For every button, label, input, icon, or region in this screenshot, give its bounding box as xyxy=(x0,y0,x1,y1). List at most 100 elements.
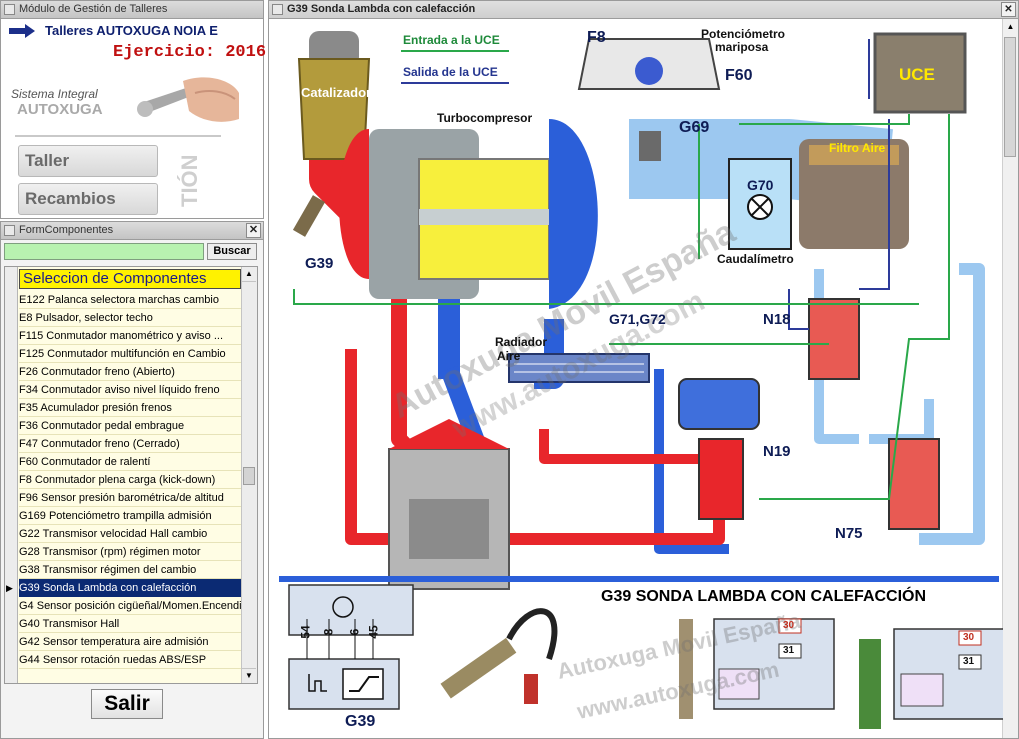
terminal-30-b: 30 xyxy=(963,632,975,643)
system-line2: AUTOXUGA xyxy=(17,101,103,118)
diagram-labels: Catalizador Entrada a la UCE Salida de l… xyxy=(269,19,1003,738)
pin-45: 45 xyxy=(366,625,381,639)
list-item[interactable]: F26 Conmutador freno (Abierto) xyxy=(19,363,245,381)
list-item[interactable]: G38 Transmisor régimen del cambio xyxy=(19,561,245,579)
list-item[interactable]: F47 Conmutador freno (Cerrado) xyxy=(19,435,245,453)
lambda-sensor-g39 xyxy=(292,195,326,237)
close-icon[interactable]: ✕ xyxy=(246,223,261,238)
close-icon[interactable]: ✕ xyxy=(1001,2,1016,17)
ecu-box xyxy=(873,32,967,114)
list-item[interactable]: G44 Sensor rotación ruedas ABS/ESP xyxy=(19,651,245,669)
list-item[interactable]: F36 Conmutador pedal embrague xyxy=(19,417,245,435)
schematic-box xyxy=(288,584,414,710)
list-item[interactable]: E8 Pulsador, selector techo xyxy=(19,309,245,327)
scrollbar[interactable]: ▲ ▼ xyxy=(241,267,257,683)
label-aire: Aire xyxy=(497,349,521,363)
valve-n18 xyxy=(808,298,860,380)
label-g70: G70 xyxy=(747,177,774,193)
recambios-button[interactable]: Recambios xyxy=(18,183,158,215)
arrow-right-icon xyxy=(9,24,35,38)
list-item[interactable]: F60 Conmutador de ralentí xyxy=(19,453,245,471)
diagram-titlebar[interactable]: G39 Sonda Lambda con calefacción ✕ xyxy=(269,1,1018,19)
signal-lines xyxy=(293,39,950,500)
diagram-title: G39 Sonda Lambda con calefacción xyxy=(287,3,476,15)
scroll-up-icon[interactable]: ▲ xyxy=(242,267,256,282)
label-filtro-aire: Filtro Aire xyxy=(829,141,886,155)
list-header: Seleccion de Componentes xyxy=(19,269,241,289)
pin-8: 8 xyxy=(321,628,336,636)
label-uce: UCE xyxy=(899,65,935,84)
terminal-31-a: 31 xyxy=(783,645,795,656)
search-input[interactable] xyxy=(4,243,204,260)
list-item[interactable]: F125 Conmutador multifunción en Cambio xyxy=(19,345,245,363)
components-titlebar[interactable]: FormComponentes ✕ xyxy=(1,222,263,240)
list-item[interactable]: G169 Potenciómetro trampilla admisión xyxy=(19,507,245,525)
turbocharger xyxy=(339,119,598,309)
label-g39-bottom: G39 xyxy=(345,713,376,730)
list-item[interactable]: G28 Transmisor (rpm) régimen motor xyxy=(19,543,245,561)
legend-lines xyxy=(401,50,509,84)
sensor-photo-1 xyxy=(440,608,558,704)
diagram-window: G39 Sonda Lambda con calefacción ✕ ▲ xyxy=(268,0,1019,739)
throttle-potentiometer xyxy=(577,38,721,161)
sensor-photo-2 xyxy=(679,618,835,719)
scroll-thumb[interactable] xyxy=(243,467,255,485)
label-g39-top: G39 xyxy=(305,255,334,272)
label-entrada-uce: Entrada a la UCE xyxy=(403,33,500,47)
engine-cylinder xyxy=(388,419,510,590)
company-name: Talleres AUTOXUGA NOIA E xyxy=(45,23,218,38)
diagram-icon xyxy=(272,4,283,15)
list-item[interactable]: F115 Conmutador manométrico y aviso ... xyxy=(19,327,245,345)
valve-n19 xyxy=(678,378,760,520)
label-salida-uce: Salida de la UCE xyxy=(403,65,498,79)
main-window-titlebar[interactable]: Módulo de Gestión de Talleres xyxy=(1,1,263,19)
label-f60: F60 xyxy=(725,67,753,84)
main-window-title: Módulo de Gestión de Talleres xyxy=(19,3,168,15)
scroll-up-icon[interactable]: ▲ xyxy=(1006,22,1015,31)
list-item[interactable]: E122 Palanca selectora marchas cambio xyxy=(19,291,245,309)
intercooler xyxy=(508,353,650,383)
label-potenciometro-1: Potenciómetro xyxy=(701,27,786,41)
label-turbocompresor: Turbocompresor xyxy=(437,111,533,125)
valve-n75 xyxy=(888,438,940,530)
airflow-meter-g70 xyxy=(728,158,792,250)
scroll-down-icon[interactable]: ▼ xyxy=(242,668,256,683)
label-catalizador: Catalizador xyxy=(301,85,372,100)
list-item[interactable]: G22 Transmisor velocidad Hall cambio xyxy=(19,525,245,543)
search-button[interactable]: Buscar xyxy=(207,243,257,260)
row-pointer-icon: ▶ xyxy=(6,583,13,593)
form-icon xyxy=(4,225,15,236)
air-filter xyxy=(799,139,909,249)
components-window: FormComponentes ✕ Buscar Seleccion de Co… xyxy=(0,221,264,739)
divider-line xyxy=(15,135,221,137)
row-indicator-column xyxy=(5,267,18,683)
taller-button[interactable]: Taller xyxy=(18,145,158,177)
list-item[interactable]: G4 Sensor posición cigüeñal/Momen.Encend… xyxy=(19,597,245,615)
list-item[interactable]: G42 Sensor temperatura aire admisión xyxy=(19,633,245,651)
label-f8: F8 xyxy=(587,29,606,46)
list-item[interactable]: F34 Conmutador aviso nivel líquido freno xyxy=(19,381,245,399)
label-n19: N19 xyxy=(763,443,791,460)
wrench-hand-logo xyxy=(137,77,239,122)
section-heading: G39 SONDA LAMBDA CON CALEFACCIÓN xyxy=(601,588,927,605)
label-potenciometro-2: mariposa xyxy=(715,40,769,54)
pin-6: 6 xyxy=(347,628,362,636)
diagram-scrollbar[interactable]: ▲ xyxy=(1002,19,1018,738)
exit-button[interactable]: Salir xyxy=(91,689,163,719)
scroll-thumb[interactable] xyxy=(1004,37,1016,157)
list-item[interactable]: G39 Sonda Lambda con calefacción xyxy=(19,579,245,597)
terminal-30-a: 30 xyxy=(783,620,795,631)
list-item[interactable]: G40 Transmisor Hall xyxy=(19,615,245,633)
list-item[interactable]: F35 Acumulador presión frenos xyxy=(19,399,245,417)
vertical-side-text: TIÓN xyxy=(177,154,202,207)
system-line1: Sistema Integral xyxy=(11,87,98,101)
engine-diagram: Autoxuga Movil España www.autoxuga.com xyxy=(279,31,1003,729)
company-bar: Talleres AUTOXUGA NOIA E xyxy=(5,22,245,40)
main-window: Módulo de Gestión de Talleres Talleres A… xyxy=(0,0,266,219)
label-n75: N75 xyxy=(835,525,863,542)
list-item[interactable]: F8 Conmutador plena carga (kick-down) xyxy=(19,471,245,489)
pin-54: 54 xyxy=(298,625,313,639)
list-item[interactable]: F96 Sensor presión barométrica/de altitu… xyxy=(19,489,245,507)
terminal-31-b: 31 xyxy=(963,656,975,667)
label-g69: G69 xyxy=(679,119,710,136)
